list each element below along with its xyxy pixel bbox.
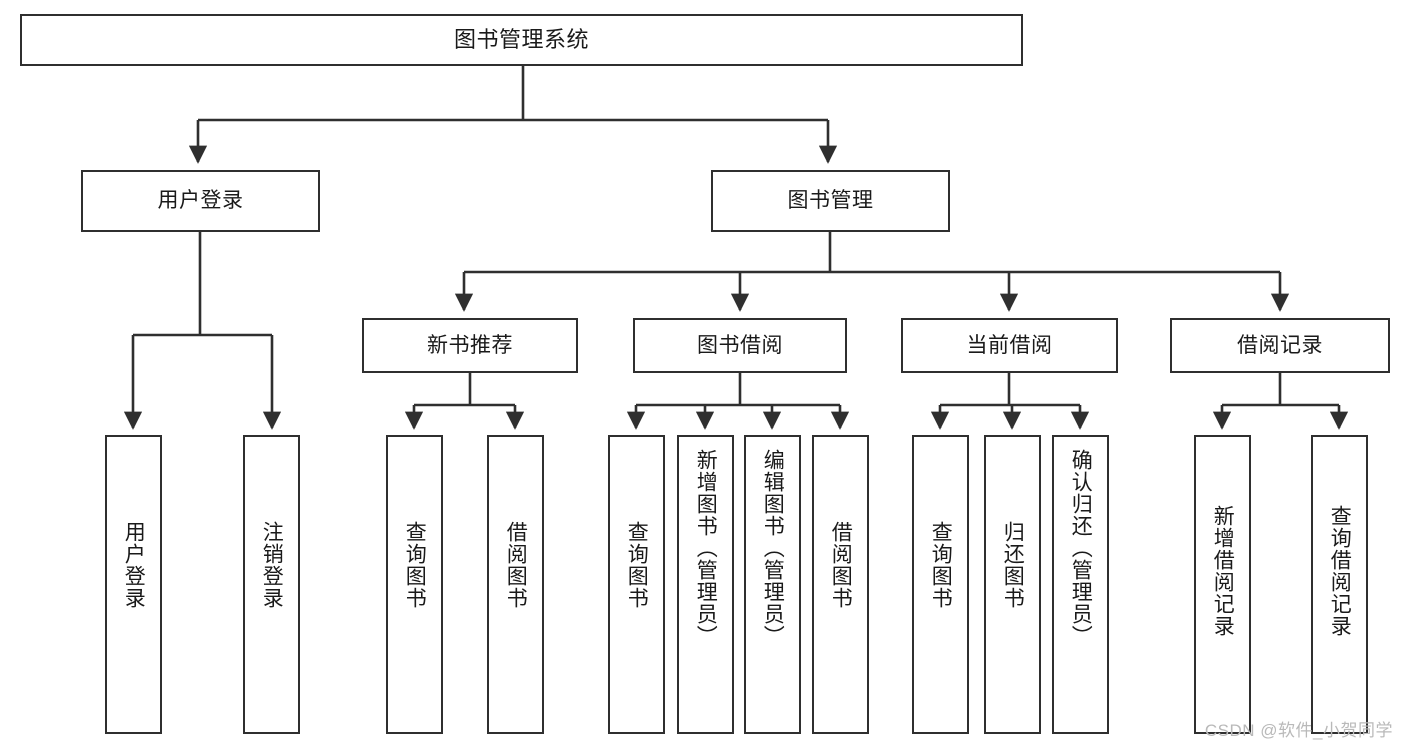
node-leaf-user-logout[interactable]: 注销登录 <box>243 435 300 734</box>
node-label: 图书管理系统 <box>453 26 589 52</box>
node-label: 新书推荐 <box>427 333 513 357</box>
node-label: 借阅图书 <box>504 521 528 609</box>
node-leaf-borrow-borrow-book[interactable]: 借阅图书 <box>812 435 869 734</box>
node-leaf-recommend-query-book[interactable]: 查询图书 <box>386 435 443 734</box>
node-book-borrow[interactable]: 图书借阅 <box>633 318 847 373</box>
node-label: 注销登录 <box>260 521 284 609</box>
node-label: 用户登录 <box>122 521 146 609</box>
node-label: 确认归还（管理员） <box>1069 449 1093 647</box>
node-label: 查询图书 <box>625 521 649 609</box>
node-label: 图书借阅 <box>697 333 783 357</box>
node-leaf-current-query-book[interactable]: 查询图书 <box>912 435 969 734</box>
node-new-book-recommend[interactable]: 新书推荐 <box>362 318 578 373</box>
node-leaf-borrow-add-book[interactable]: 新增图书（管理员） <box>677 435 734 734</box>
node-leaf-borrow-edit-book[interactable]: 编辑图书（管理员） <box>744 435 801 734</box>
node-label: 编辑图书（管理员） <box>761 449 785 647</box>
node-leaf-current-confirm-return[interactable]: 确认归还（管理员） <box>1052 435 1109 734</box>
node-current-borrow[interactable]: 当前借阅 <box>901 318 1118 373</box>
node-borrow-record[interactable]: 借阅记录 <box>1170 318 1390 373</box>
node-leaf-current-return-book[interactable]: 归还图书 <box>984 435 1041 734</box>
node-book-manage[interactable]: 图书管理 <box>711 170 950 232</box>
watermark-text: CSDN @软件_小贺同学 <box>1204 721 1393 740</box>
node-leaf-record-add[interactable]: 新增借阅记录 <box>1194 435 1251 734</box>
node-leaf-record-query[interactable]: 查询借阅记录 <box>1311 435 1368 734</box>
node-leaf-borrow-query-book[interactable]: 查询图书 <box>608 435 665 734</box>
node-label: 图书管理 <box>787 189 874 213</box>
node-root-system[interactable]: 图书管理系统 <box>20 14 1023 66</box>
node-label: 新增图书（管理员） <box>694 449 718 647</box>
node-leaf-recommend-borrow-book[interactable]: 借阅图书 <box>487 435 544 734</box>
node-user-login[interactable]: 用户登录 <box>81 170 320 232</box>
node-label: 新增借阅记录 <box>1211 505 1235 637</box>
node-label: 查询借阅记录 <box>1328 505 1352 637</box>
node-label: 当前借阅 <box>966 333 1053 357</box>
node-label: 归还图书 <box>1001 521 1025 609</box>
node-label: 查询图书 <box>403 521 427 609</box>
node-label: 借阅图书 <box>829 521 853 609</box>
node-label: 用户登录 <box>157 189 244 213</box>
node-label: 查询图书 <box>929 521 953 609</box>
node-label: 借阅记录 <box>1237 333 1323 357</box>
node-leaf-user-login[interactable]: 用户登录 <box>105 435 162 734</box>
